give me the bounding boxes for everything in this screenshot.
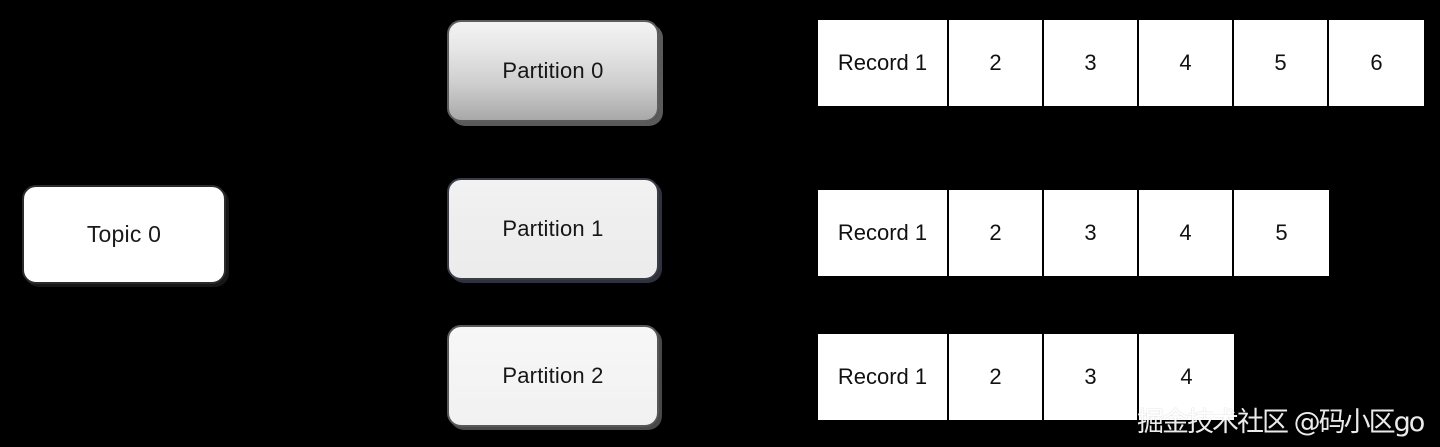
record-row: Record 1 2 3 4 (816, 332, 1236, 422)
record-cell: 5 (1234, 20, 1329, 106)
record-cell: 4 (1139, 190, 1234, 276)
partition-box-1: Partition 1 (447, 178, 659, 280)
partition-label-1: Partition 1 (502, 216, 604, 241)
record-cell: 2 (949, 190, 1044, 276)
partition-label-0: Partition 0 (502, 58, 604, 83)
record-cell: 3 (1044, 190, 1139, 276)
partition-box-0: Partition 0 (447, 20, 659, 122)
partition-box-2: Partition 2 (447, 325, 659, 427)
record-cell: 3 (1044, 334, 1139, 420)
record-cell: Record 1 (818, 334, 949, 420)
record-row: Record 1 2 3 4 5 6 (816, 18, 1426, 108)
record-cell: Record 1 (818, 20, 949, 106)
record-cell: 2 (949, 20, 1044, 106)
record-cell: 4 (1139, 334, 1234, 420)
topic-box: Topic 0 (22, 185, 226, 284)
record-row: Record 1 2 3 4 5 (816, 188, 1331, 278)
record-cell: 6 (1329, 20, 1424, 106)
record-cell: 3 (1044, 20, 1139, 106)
record-cell: 2 (949, 334, 1044, 420)
record-cell: 4 (1139, 20, 1234, 106)
record-cell: 5 (1234, 190, 1329, 276)
watermark-text: 掘金技术社区 @码小区go (1137, 407, 1425, 438)
topic-label: Topic 0 (86, 221, 162, 247)
record-cell: Record 1 (818, 190, 949, 276)
partition-label-2: Partition 2 (502, 363, 604, 388)
